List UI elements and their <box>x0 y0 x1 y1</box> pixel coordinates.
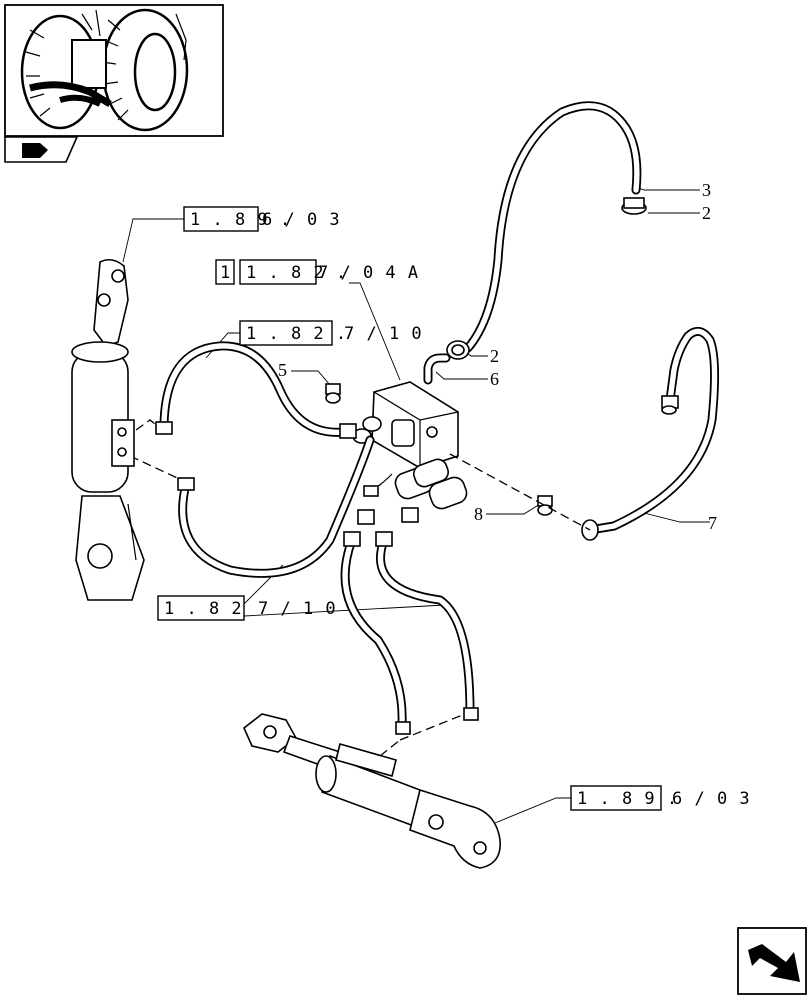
callout-3: 3 <box>702 180 711 200</box>
callout-2-mid: 2 <box>490 346 499 366</box>
ref-lower-hose-boxed: 1 . 8 2 <box>164 599 243 619</box>
callout-7: 7 <box>708 513 717 533</box>
fitting-5 <box>325 383 341 404</box>
ref-left-hose[interactable]: 1 . 8 2 . 7 / 1 0 <box>239 320 423 346</box>
left-hoses <box>155 341 375 578</box>
fitting-8 <box>537 495 553 516</box>
callout-8: 8 <box>474 504 483 524</box>
thumb-tag[interactable] <box>4 136 79 163</box>
clamp-2-mid <box>446 340 470 360</box>
assembly-lines <box>129 419 591 757</box>
fitting-6 <box>423 353 451 385</box>
ref-lower-hose[interactable]: 1 . 8 2 7 / 1 0 <box>157 595 337 621</box>
leader-lines <box>122 185 710 824</box>
clamp-2-top <box>621 197 647 215</box>
next-page-arrow-icon[interactable] <box>737 927 807 995</box>
ref-bottom-right[interactable]: 1 . 8 9 . 6 / 0 3 <box>570 785 751 811</box>
ref-bottom-right-rest: 6 / 0 3 <box>672 789 751 809</box>
left-cylinder <box>71 258 145 601</box>
ref-top-left-boxed: 1 . 8 9 . <box>190 210 291 230</box>
ref-top-left-rest: 6 / 0 3 <box>262 210 341 230</box>
hand-pointer-icon <box>22 143 48 158</box>
tractor-thumbnail <box>4 4 224 137</box>
bottom-cylinder <box>243 713 501 869</box>
callout-6: 6 <box>490 369 499 389</box>
ref-lower-hose-rest: 7 / 1 0 <box>258 599 337 619</box>
ref-bottom-right-boxed: 1 . 8 9 . <box>577 789 678 809</box>
ref-center-top[interactable]: 1 1 . 8 2 . 7 / 0 4 A <box>215 259 419 285</box>
ref-center-top-boxed: 1 . 8 2 . <box>246 263 347 283</box>
ref-left-hose-rest: 7 / 1 0 <box>344 324 423 344</box>
lower-hoses <box>340 507 479 735</box>
ref-left-hose-boxed: 1 . 8 2 . <box>246 324 347 344</box>
callout-2-top: 2 <box>702 203 711 223</box>
ref-top-left[interactable]: 1 . 8 9 . 6 / 0 3 <box>183 206 341 232</box>
callout-5: 5 <box>278 360 287 380</box>
ref-center-top-rest: 7 / 0 4 A <box>318 263 419 283</box>
ref-center-top-prefix: 1 <box>220 263 231 283</box>
hose-3 <box>463 101 642 353</box>
pipe-7 <box>581 326 720 541</box>
